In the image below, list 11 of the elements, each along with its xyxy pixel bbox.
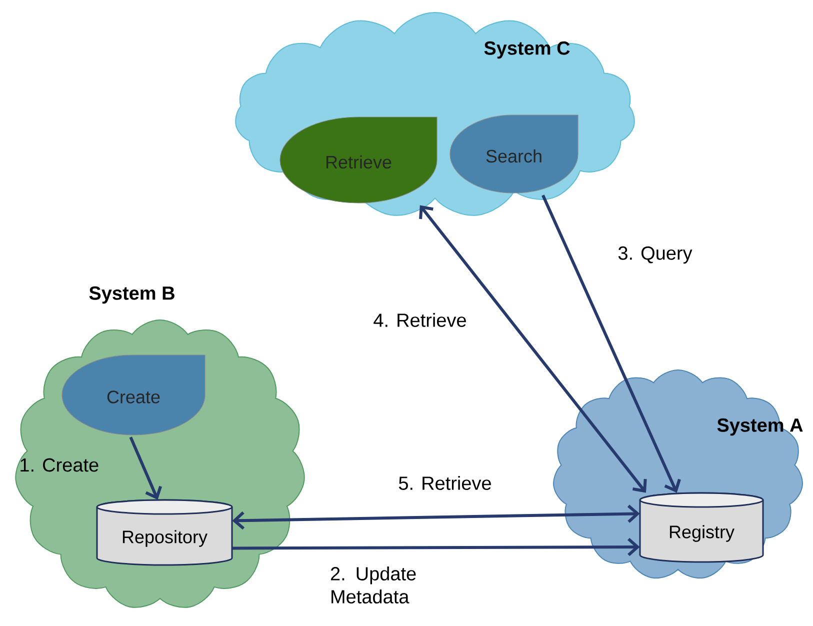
edge-label: 4. Retrieve bbox=[374, 313, 466, 327]
arrow bbox=[129, 436, 162, 500]
edge-label: 2. Update Metadata bbox=[330, 566, 416, 604]
arrow bbox=[232, 538, 640, 556]
edge-label: 5. Retrieve bbox=[398, 476, 491, 490]
edge-label: 3. Query bbox=[618, 246, 692, 264]
edge-label: 1. Create bbox=[20, 458, 98, 472]
arrow bbox=[419, 205, 647, 493]
arrow bbox=[232, 504, 640, 530]
node-label: System B bbox=[89, 286, 174, 304]
arrow bbox=[542, 194, 681, 493]
